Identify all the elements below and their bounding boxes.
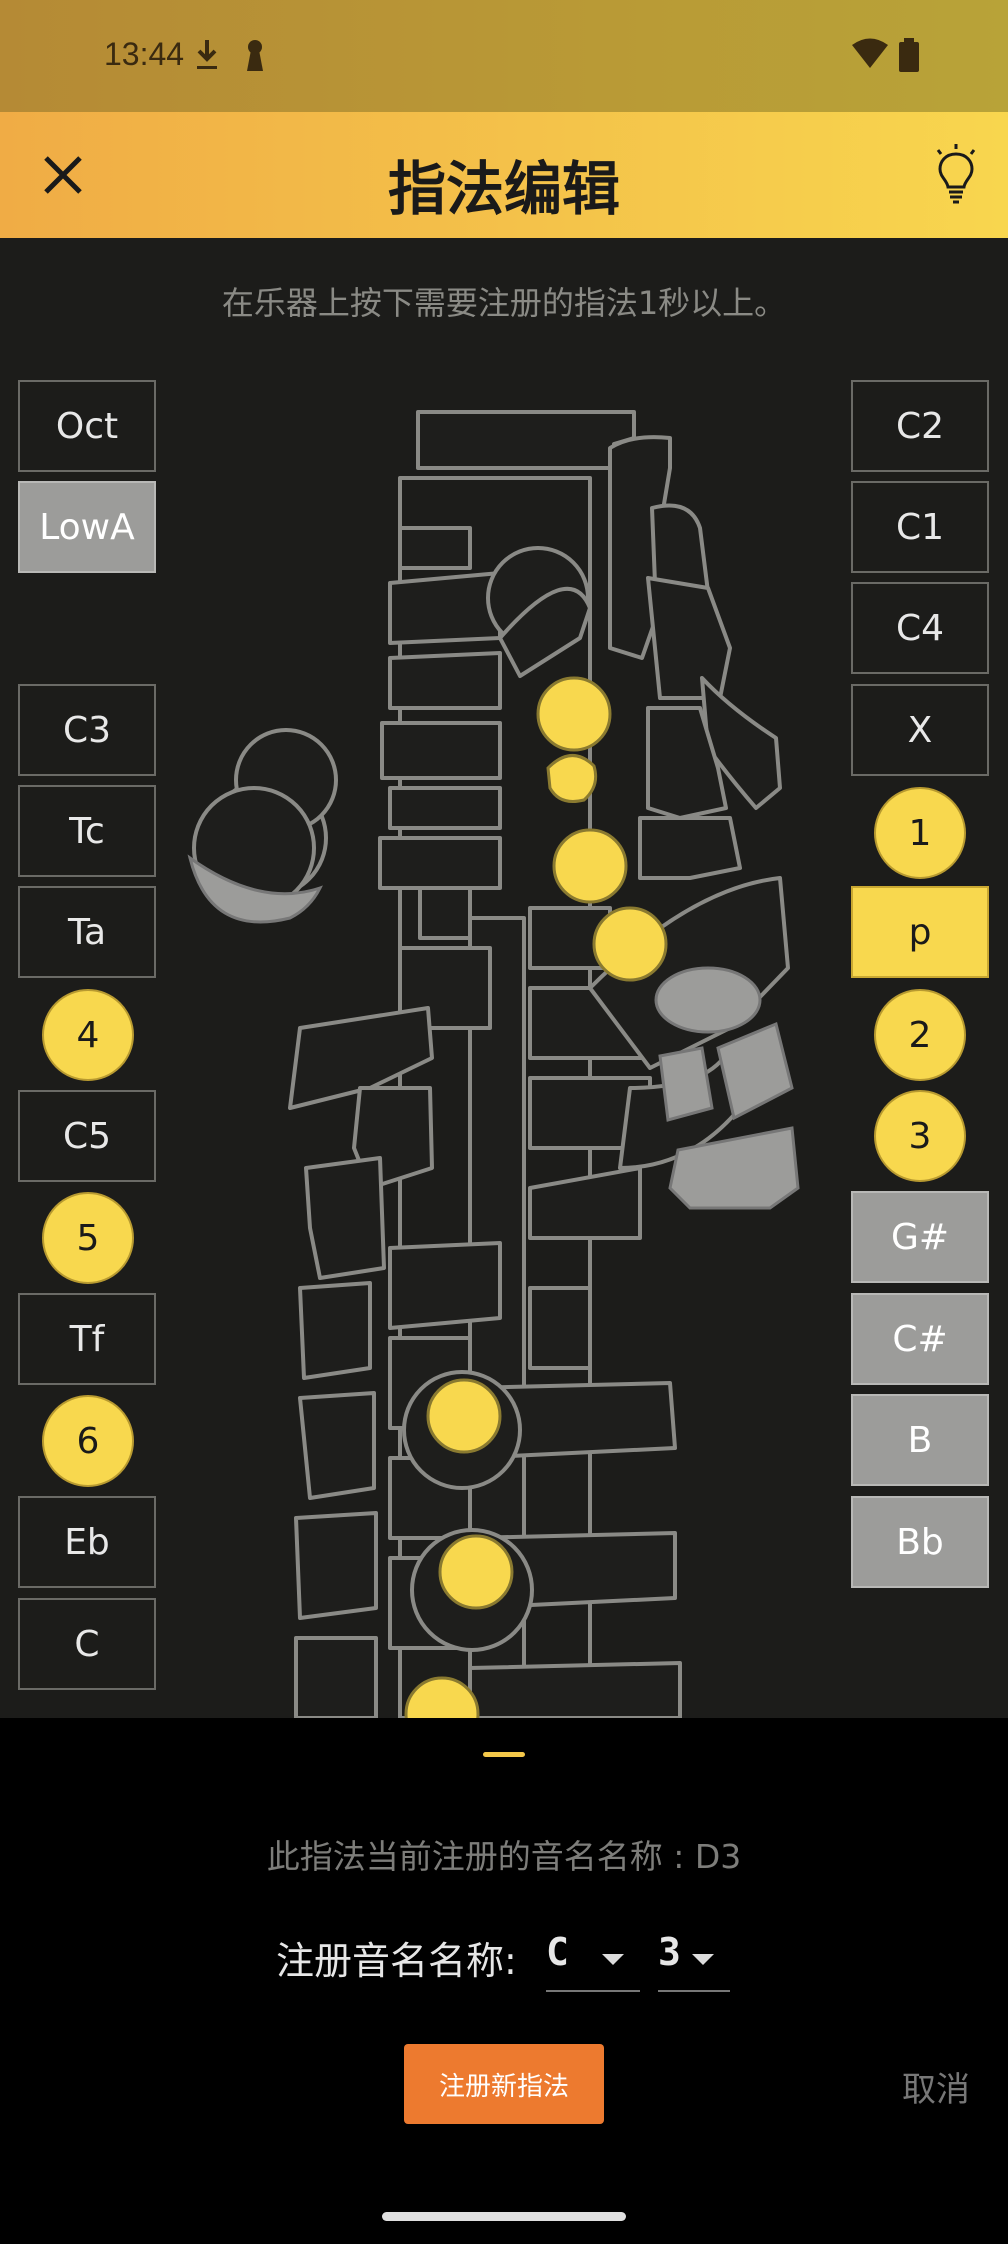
octave-select-value: 3: [658, 1930, 681, 1974]
key-6[interactable]: 6: [42, 1395, 134, 1487]
key-label: X: [907, 709, 933, 751]
key-tc[interactable]: Tc: [18, 785, 156, 877]
key-label: p: [908, 911, 932, 953]
key-label: Ta: [67, 911, 107, 953]
key-g-sharp[interactable]: G#: [851, 1191, 989, 1283]
key-label: 5: [76, 1217, 100, 1259]
key-c[interactable]: C: [18, 1598, 156, 1690]
download-icon: [197, 40, 217, 69]
key-label: C4: [895, 607, 945, 649]
key-c3[interactable]: C3: [18, 684, 156, 776]
chevron-down-icon: [692, 1954, 714, 1965]
key-label: Tf: [69, 1318, 105, 1360]
key-label: LowA: [39, 506, 135, 548]
key-ta[interactable]: Ta: [18, 886, 156, 978]
cancel-button[interactable]: 取消: [902, 2070, 970, 2110]
current-note-name: 此指法当前注册的音名名称 : D3: [266, 1837, 742, 1876]
battery-icon: [899, 38, 919, 72]
home-indicator[interactable]: [382, 2212, 626, 2221]
key-b[interactable]: B: [851, 1394, 989, 1486]
key-2[interactable]: 2: [874, 989, 966, 1081]
keyhole-icon: [247, 40, 263, 71]
key-label: C2: [895, 405, 945, 447]
key-label: B: [907, 1419, 933, 1461]
key-label: C5: [62, 1115, 112, 1157]
key-label: G#: [890, 1216, 950, 1258]
app-bar: 指法编辑: [0, 112, 1008, 238]
instruction-text: 在乐器上按下需要注册的指法1秒以上。: [221, 284, 787, 322]
key-label: Oct: [55, 405, 119, 447]
note-select-value: C: [546, 1930, 569, 1974]
key-label: Bb: [896, 1521, 944, 1563]
key-label: 3: [908, 1115, 932, 1157]
key-label: C1: [895, 506, 945, 548]
key-5[interactable]: 5: [42, 1192, 134, 1284]
key-c2[interactable]: C2: [851, 380, 989, 472]
key-label: C: [74, 1623, 100, 1665]
key-lowa[interactable]: LowA: [18, 481, 156, 573]
key-label: 2: [908, 1014, 932, 1056]
bottom-sheet: 此指法当前注册的音名名称 : D3 注册音名名称: C 3 注册新指法 取消: [0, 1718, 1008, 2244]
key-c1[interactable]: C1: [851, 481, 989, 573]
key-bb[interactable]: Bb: [851, 1496, 989, 1588]
chevron-down-icon: [602, 1954, 624, 1965]
register-name-label: 注册音名名称:: [276, 1939, 517, 1983]
saxophone-diagram: [187, 410, 800, 1718]
key-label: C3: [62, 709, 112, 751]
key-label: 1: [908, 812, 932, 854]
key-eb[interactable]: Eb: [18, 1496, 156, 1588]
key-oct[interactable]: Oct: [18, 380, 156, 472]
key-3[interactable]: 3: [874, 1090, 966, 1182]
key-c-sharp[interactable]: C#: [851, 1293, 989, 1385]
status-time: 13:44: [104, 36, 185, 72]
key-label: 6: [76, 1420, 100, 1462]
fingering-editor: 在乐器上按下需要注册的指法1秒以上。: [0, 238, 1008, 1718]
page-title: 指法编辑: [387, 155, 620, 223]
key-label: Eb: [64, 1521, 110, 1563]
key-c4[interactable]: C4: [851, 582, 989, 674]
key-label: C#: [892, 1318, 948, 1360]
note-select[interactable]: C: [546, 1926, 640, 1992]
register-fingering-button[interactable]: 注册新指法: [404, 2044, 604, 2124]
key-x[interactable]: X: [851, 684, 989, 776]
key-p[interactable]: p: [851, 886, 989, 978]
wifi-icon: [852, 38, 888, 68]
sheet-handle[interactable]: [483, 1752, 525, 1757]
key-4[interactable]: 4: [42, 989, 134, 1081]
key-label: 4: [76, 1014, 100, 1056]
key-tf[interactable]: Tf: [18, 1293, 156, 1385]
lightbulb-icon[interactable]: [928, 142, 984, 208]
key-1[interactable]: 1: [874, 787, 966, 879]
octave-select[interactable]: 3: [658, 1926, 730, 1992]
key-label: Tc: [69, 810, 105, 852]
close-icon[interactable]: [36, 148, 90, 202]
status-bar: 13:44: [0, 0, 1008, 112]
key-c5[interactable]: C5: [18, 1090, 156, 1182]
